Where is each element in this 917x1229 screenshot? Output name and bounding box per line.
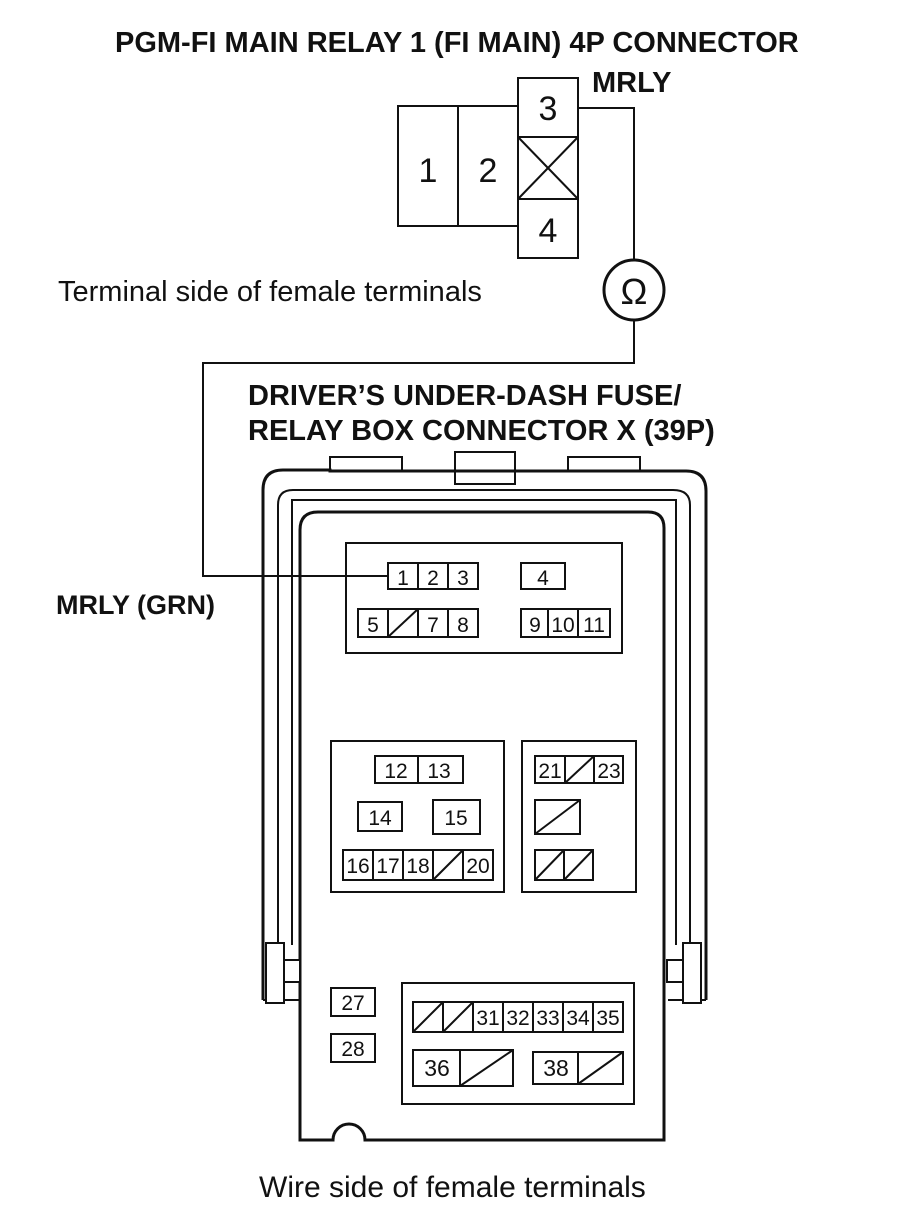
blank-pin-39 <box>577 1051 624 1085</box>
pin-15: 15 <box>444 807 467 830</box>
mrly-grn-label: MRLY (GRN) <box>56 590 215 620</box>
pin-9: 9 <box>529 614 541 637</box>
pin-11: 11 <box>583 614 605 637</box>
pin-5: 5 <box>367 614 379 637</box>
pin-33: 33 <box>536 1007 559 1030</box>
pin-13: 13 <box>427 760 450 783</box>
pin-27: 27 <box>341 992 364 1015</box>
pin-28: 28 <box>341 1038 364 1061</box>
pin-10: 10 <box>551 614 574 637</box>
top-connector-title: PGM-FI MAIN RELAY 1 (FI MAIN) 4P CONNECT… <box>115 27 799 59</box>
blank-pin-29 <box>412 1001 444 1033</box>
blank-pin-19 <box>432 849 464 881</box>
pin-14: 14 <box>368 807 392 830</box>
terminal-side-label: Terminal side of female terminals <box>58 276 482 308</box>
top-pin-3: 3 <box>539 90 558 128</box>
pin-2: 2 <box>427 567 439 590</box>
pin-38: 38 <box>543 1055 569 1081</box>
terminal-group-bottom-left: 27 28 <box>330 987 376 1063</box>
terminal-group-top: 1 2 3 4 5 7 8 9 10 11 <box>345 542 623 654</box>
pin-36: 36 <box>424 1055 450 1081</box>
pin-7: 7 <box>427 614 439 637</box>
pin-31: 31 <box>476 1007 499 1030</box>
pin-35: 35 <box>596 1007 619 1030</box>
top-4p-connector: 1 2 3 4 <box>397 77 579 259</box>
blank-pin-37 <box>459 1049 514 1087</box>
terminal-group-middle-left: 12 13 14 15 16 17 18 20 <box>330 740 505 893</box>
pin-3: 3 <box>457 567 469 590</box>
ohmmeter-icon: Ω <box>602 258 666 322</box>
pin-23: 23 <box>597 760 620 783</box>
blank-pin-30 <box>442 1001 474 1033</box>
mrly-label: MRLY <box>592 67 672 99</box>
pin-12: 12 <box>384 760 407 783</box>
blank-pin-22 <box>564 755 595 784</box>
pin-16: 16 <box>346 855 369 878</box>
fuse-box-housing <box>261 451 708 1142</box>
wire-side-label: Wire side of female terminals <box>259 1171 646 1204</box>
ohm-symbol: Ω <box>621 271 648 312</box>
bottom-connector-title-2: RELAY BOX CONNECTOR X (39P) <box>248 415 715 447</box>
pin-32: 32 <box>506 1007 529 1030</box>
blank-pin-26 <box>563 849 594 881</box>
top-pin-4: 4 <box>539 212 558 250</box>
top-pin-1: 1 <box>419 152 438 190</box>
pin-8: 8 <box>457 614 469 637</box>
blank-pin-24 <box>534 799 581 835</box>
pin-18: 18 <box>406 855 429 878</box>
pin-34: 34 <box>566 1007 590 1030</box>
bottom-connector-title-1: DRIVER’S UNDER-DASH FUSE/ <box>248 380 681 412</box>
terminal-group-bottom-right: 31 32 33 34 35 36 38 <box>401 982 635 1105</box>
terminal-group-middle-right: 21 23 <box>521 740 637 893</box>
pin-20: 20 <box>466 855 489 878</box>
pin-4: 4 <box>537 567 549 590</box>
pin-1: 1 <box>397 567 409 590</box>
pin-17: 17 <box>376 855 399 878</box>
top-pin-2: 2 <box>479 152 498 190</box>
blank-pin-6 <box>387 608 419 638</box>
blank-pin-25 <box>534 849 565 881</box>
pin-21: 21 <box>538 760 561 783</box>
